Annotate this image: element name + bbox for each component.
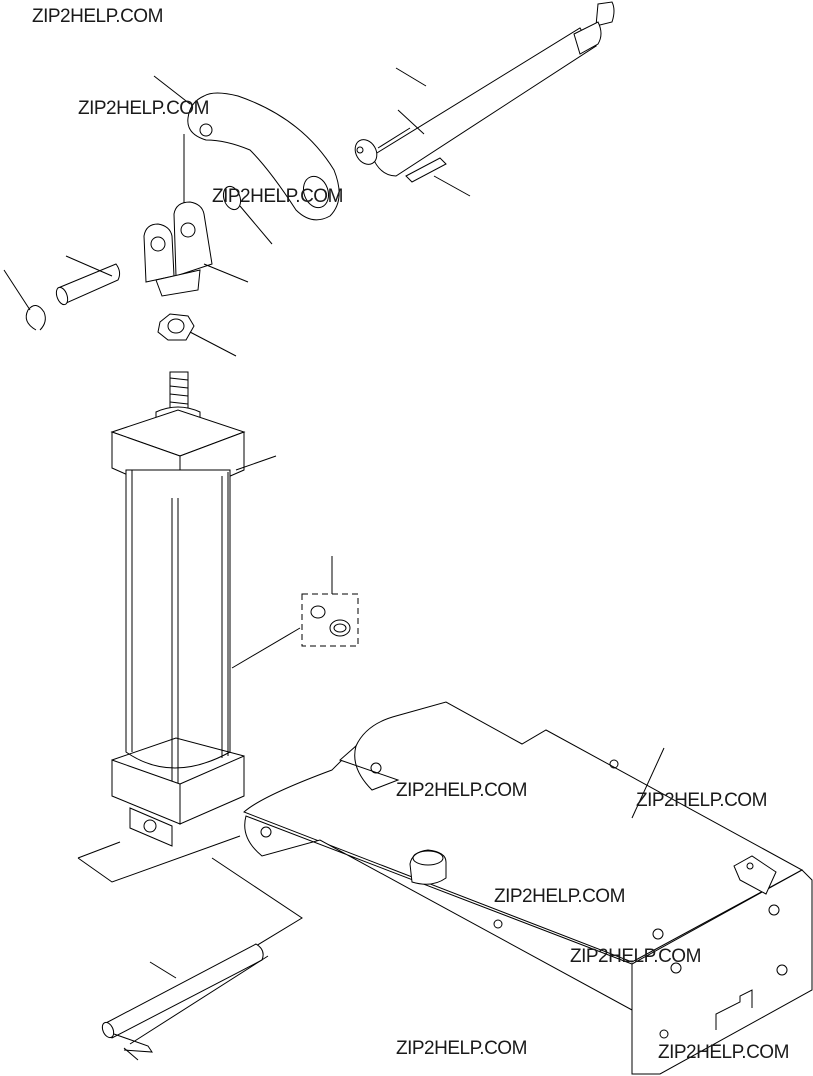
retaining-clip-top [222,185,273,245]
watermark-text: ZIP2HELP.COM [494,886,625,907]
clevis-pin [55,255,121,306]
watermark-text: ZIP2HELP.COM [636,790,767,811]
watermark-text: ZIP2HELP.COM [570,946,701,967]
watermark-text: ZIP2HELP.COM [212,186,343,207]
watermark-text: ZIP2HELP.COM [32,6,163,27]
pivot-rod [101,943,269,1061]
shaft-key [405,157,471,197]
clevis [143,201,249,297]
seal-kit [301,556,359,647]
watermark-text: ZIP2HELP.COM [396,780,527,801]
watermark-text: ZIP2HELP.COM [396,1038,527,1059]
watermark-text: ZIP2HELP.COM [78,98,209,119]
reference-lines [77,835,303,993]
air-cylinder [110,406,301,847]
mounting-bracket [243,701,813,1075]
watermark-text: ZIP2HELP.COM [658,1042,789,1063]
shaft [354,1,615,177]
lever-arm [153,75,340,221]
hex-nut [157,313,237,357]
retaining-clip-left [3,269,46,331]
